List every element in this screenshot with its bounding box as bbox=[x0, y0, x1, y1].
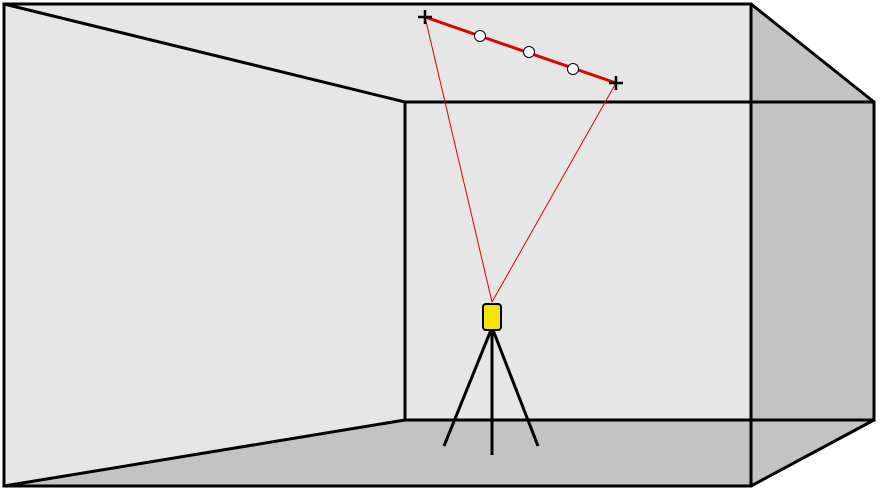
crosshair-start-icon bbox=[418, 10, 432, 24]
crosshair-end-icon bbox=[609, 76, 623, 90]
intermediate-point bbox=[523, 46, 535, 58]
measured-line bbox=[424, 15, 617, 85]
back-wall-frame bbox=[403, 100, 876, 422]
left-wall bbox=[4, 4, 405, 486]
intermediate-point bbox=[474, 30, 486, 42]
tripod bbox=[442, 329, 540, 455]
laser-beams bbox=[424, 16, 617, 303]
tripod-leg-left bbox=[442, 329, 493, 447]
edge-top-left bbox=[3, 2, 406, 104]
edge-top-right bbox=[750, 2, 875, 104]
ceiling bbox=[4, 4, 874, 102]
intermediate-points bbox=[474, 30, 579, 75]
laser-instrument-icon bbox=[482, 303, 502, 331]
laser-beam-right bbox=[491, 82, 617, 303]
edge-bottom-right bbox=[750, 418, 875, 488]
intermediate-point bbox=[567, 63, 579, 75]
tripod-leg-right bbox=[491, 329, 540, 447]
edge-bottom-left bbox=[3, 418, 406, 488]
floor bbox=[4, 420, 874, 486]
laser-beam-left bbox=[424, 16, 493, 303]
right-side bbox=[751, 4, 874, 486]
front-frame bbox=[2, 2, 753, 488]
